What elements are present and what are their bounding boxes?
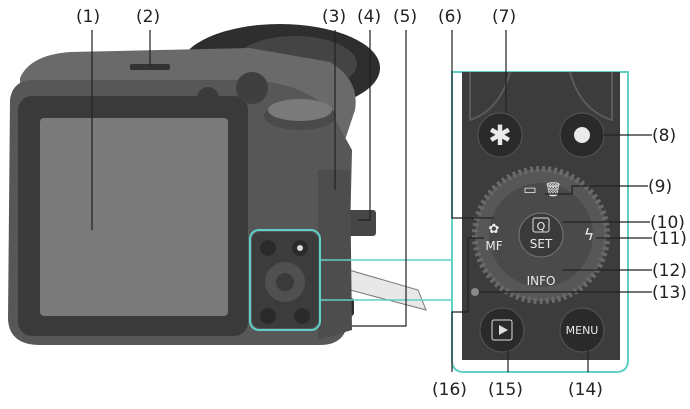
star-button bbox=[477, 112, 523, 158]
callout-2: (2) bbox=[136, 7, 160, 27]
mode-dial-top bbox=[268, 99, 332, 121]
qset-button bbox=[518, 212, 564, 258]
callout-13: (13) bbox=[652, 283, 687, 303]
mini-record-dot bbox=[297, 245, 303, 251]
callout-10: (10) bbox=[650, 213, 685, 233]
callout-16: (16) bbox=[432, 380, 467, 400]
terminal-cover bbox=[341, 267, 427, 311]
microphone bbox=[130, 64, 170, 70]
star-icon: ✱ bbox=[488, 119, 511, 152]
panel-highlight bbox=[249, 229, 321, 331]
callout-14: (14) bbox=[568, 380, 603, 400]
callout-15: (15) bbox=[488, 380, 523, 400]
menu-label: MENU bbox=[566, 324, 599, 337]
callout-5: (5) bbox=[393, 7, 417, 27]
callout-8: (8) bbox=[652, 126, 676, 146]
callout-11: (11) bbox=[652, 229, 687, 249]
panel-edge-right bbox=[569, 71, 613, 122]
menu-button bbox=[559, 307, 605, 353]
macro-icon: ✿ bbox=[489, 222, 500, 237]
power-button bbox=[197, 87, 219, 109]
mini-menu-button bbox=[294, 308, 310, 324]
leader-5 bbox=[352, 30, 407, 327]
camera-body bbox=[8, 24, 427, 345]
leader-lines bbox=[91, 30, 652, 372]
play-icon bbox=[499, 325, 508, 335]
record-icon bbox=[574, 127, 590, 143]
callout-4: (4) bbox=[357, 7, 381, 27]
leader-6 bbox=[451, 30, 494, 219]
panel-edge-left bbox=[469, 71, 511, 122]
mini-star-button bbox=[260, 240, 276, 256]
callout-6: (6) bbox=[438, 7, 462, 27]
callout-1: (1) bbox=[76, 7, 100, 27]
callout-9: (9) bbox=[648, 177, 672, 197]
callout-7: (7) bbox=[492, 7, 516, 27]
leader-4 bbox=[358, 30, 371, 221]
info-label: INFO bbox=[527, 274, 556, 288]
mini-play-button bbox=[260, 308, 276, 324]
q-label: Q bbox=[537, 220, 546, 233]
trash-icon: 🗑 bbox=[544, 182, 562, 198]
leader-16 bbox=[451, 237, 484, 372]
mini-set-button bbox=[276, 273, 294, 291]
rear-monitor bbox=[40, 118, 228, 316]
q-box bbox=[532, 217, 550, 233]
play-icon-frame bbox=[491, 319, 513, 341]
shutter-button bbox=[236, 72, 268, 104]
callout-12: (12) bbox=[652, 261, 687, 281]
zoomed-panel: ✱ Q SET ▭ 🗑 ϟ ✿ MF INFO MENU bbox=[451, 71, 629, 373]
set-label: SET bbox=[530, 237, 553, 251]
callout-3: (3) bbox=[322, 7, 346, 27]
leader-9 bbox=[545, 185, 648, 195]
lamp-icon bbox=[471, 288, 479, 296]
grip bbox=[318, 170, 352, 340]
drive-mode-icon: ▭ bbox=[523, 182, 536, 198]
control-dial-knurl bbox=[472, 166, 610, 304]
mf-label: MF bbox=[485, 239, 502, 253]
flash-icon: ϟ bbox=[584, 225, 595, 244]
